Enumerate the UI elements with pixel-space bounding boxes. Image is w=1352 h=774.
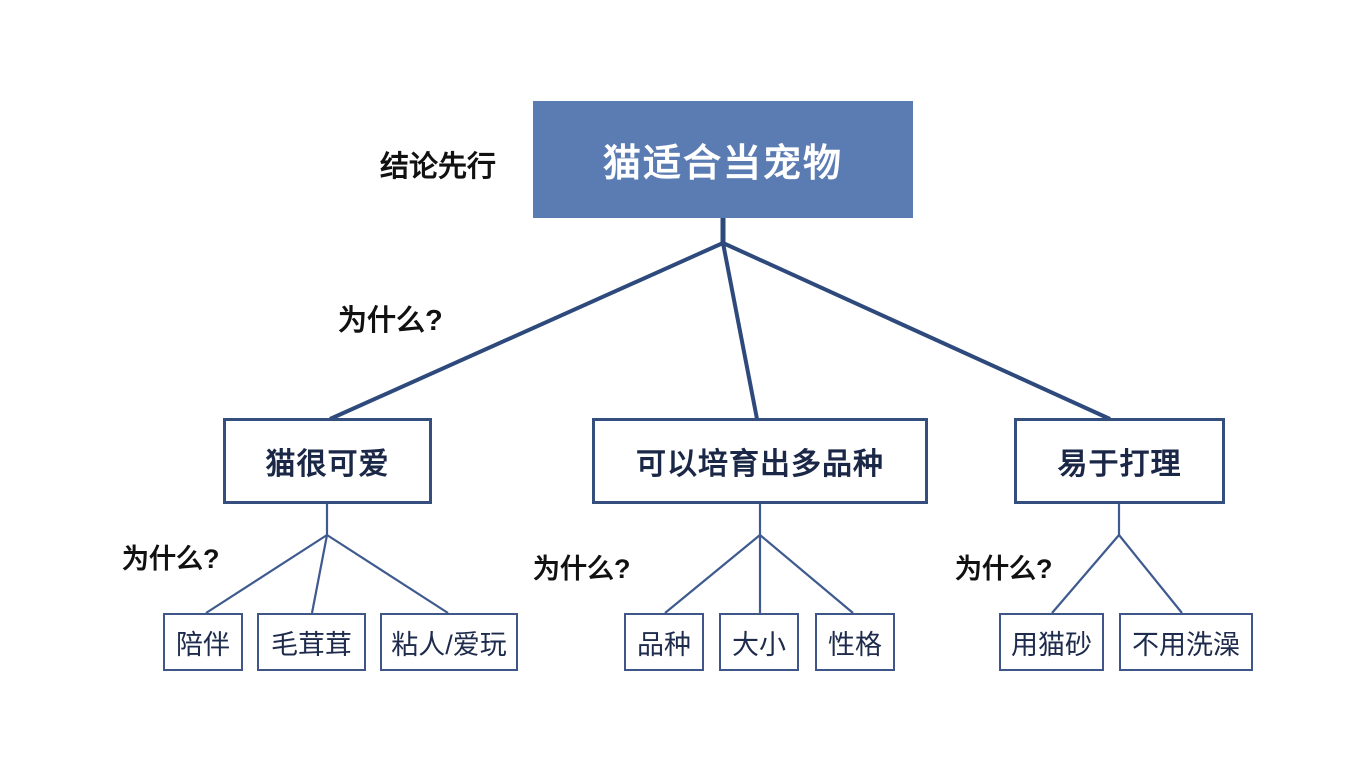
conclusion-first-label: 结论先行 xyxy=(380,151,497,183)
leaf-node-breed: 品种 xyxy=(624,613,704,671)
leaf-node-companionship: 陪伴 xyxy=(163,613,243,671)
leaf-node-clingy-playful: 粘人/爱玩 xyxy=(380,613,518,671)
branch-node-easy-care: 易于打理 xyxy=(1014,418,1225,504)
why-label-branch-1: 为什么? xyxy=(122,544,220,574)
why-label-root: 为什么? xyxy=(338,305,443,337)
root-node-cats-make-good-pets: 猫适合当宠物 xyxy=(533,101,913,218)
leaf-node-litter-box: 用猫砂 xyxy=(999,613,1104,671)
leaf-node-fluffy: 毛茸茸 xyxy=(257,613,366,671)
leaf-node-size: 大小 xyxy=(719,613,799,671)
why-label-branch-2: 为什么? xyxy=(533,554,631,584)
leaf-node-personality: 性格 xyxy=(815,613,895,671)
why-label-branch-3: 为什么? xyxy=(955,554,1053,584)
leaf-node-no-baths: 不用洗澡 xyxy=(1119,613,1253,671)
branch-node-cats-are-cute: 猫很可爱 xyxy=(223,418,432,504)
branch-node-many-breeds: 可以培育出多品种 xyxy=(592,418,928,504)
